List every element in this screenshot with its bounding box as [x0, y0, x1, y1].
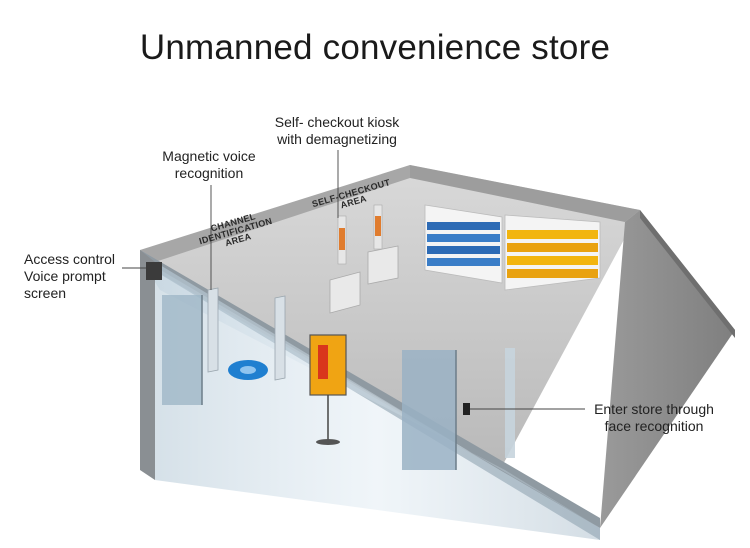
- kiosk-2: [367, 245, 399, 285]
- right-wall-top: [640, 210, 735, 338]
- front-glass-face: [140, 250, 600, 528]
- security-gate-left: [207, 287, 219, 373]
- back-right-wall: [410, 165, 640, 222]
- right-door: [402, 350, 456, 470]
- kiosk-1: [329, 271, 361, 314]
- left-wall: [140, 250, 155, 480]
- shelf-blue: [424, 204, 503, 284]
- self-checkout-kiosk-callout: Self- checkout kiosk with demagnetizing: [274, 114, 400, 147]
- right-wall: [600, 210, 735, 528]
- face-recognition-device: [463, 403, 470, 415]
- back-left-wall: [140, 165, 410, 262]
- shelf-yellow: [504, 214, 601, 291]
- left-door: [162, 295, 202, 405]
- access-control-callout: Access control Voice prompt screen: [24, 251, 116, 301]
- access-control-screen: [146, 262, 162, 280]
- magnetic-voice-callout: Magnetic voice recognition: [162, 148, 256, 181]
- page-title: Unmanned convenience store: [139, 28, 611, 67]
- enter-store-callout: Enter store through face recognition: [594, 401, 714, 434]
- security-gate-right: [274, 295, 286, 381]
- facade: [155, 262, 600, 540]
